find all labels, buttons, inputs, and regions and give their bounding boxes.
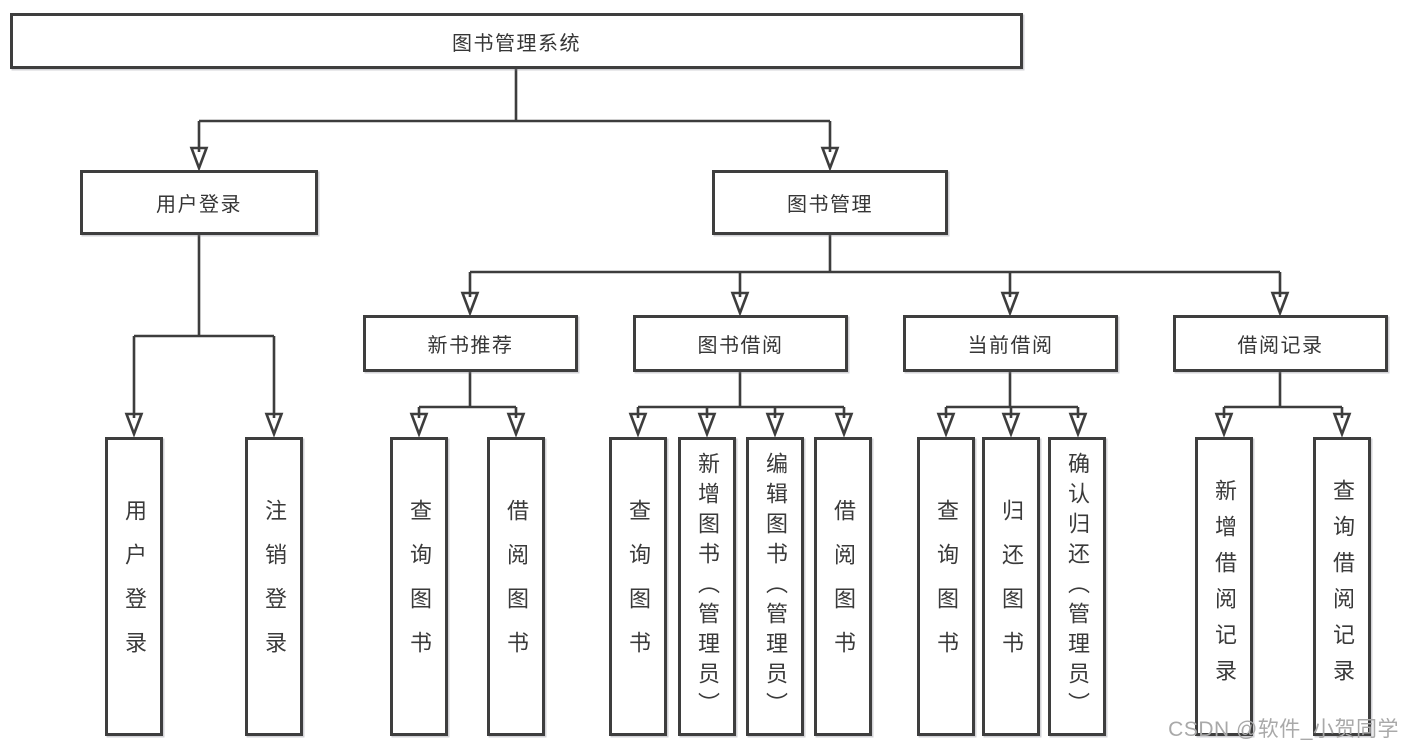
node-leaf-bb-add-books: 新增图书（管理员） [678,437,736,736]
node-label: 归还图书 [999,498,1024,675]
node-leaf-bb-edit-books: 编辑图书（管理员） [746,437,804,736]
node-leaf-nb-query-books: 查询图书 [390,437,448,736]
node-leaf-bb-query-books: 查询图书 [609,437,667,736]
node-leaf-logout: 注销登录 [245,437,303,736]
node-label: 新增借阅记录 [1212,478,1237,695]
node-label: 查询借阅记录 [1330,478,1355,695]
node-leaf-nb-borrow-books: 借阅图书 [487,437,545,736]
node-root: 图书管理系统 [10,13,1023,69]
node-label: 借阅记录 [1237,335,1324,357]
node-book-borrow: 图书借阅 [633,315,848,372]
node-label: 当前借阅 [967,335,1054,357]
node-leaf-bb-borrow-books: 借阅图书 [814,437,872,736]
node-label: 注销登录 [262,498,287,675]
node-leaf-cb-return-books: 归还图书 [982,437,1040,736]
node-leaf-user-login: 用户登录 [105,437,163,736]
node-label: 用户登录 [122,498,147,675]
node-book-management: 图书管理 [712,170,948,235]
node-label: 查询图书 [407,498,432,675]
node-label: 查询图书 [626,498,651,675]
node-label: 图书管理 [787,194,873,216]
node-leaf-cb-confirm-return: 确认归还（管理员） [1048,437,1106,736]
node-current-borrow: 当前借阅 [903,315,1118,372]
node-leaf-br-add-record: 新增借阅记录 [1195,437,1253,736]
node-label: 用户登录 [156,194,242,216]
node-label: 查询图书 [934,498,959,675]
node-label: 确认归还（管理员） [1065,451,1090,722]
node-label: 借阅图书 [831,498,856,675]
node-label: 借阅图书 [504,498,529,675]
node-new-book-recommend: 新书推荐 [363,315,578,372]
node-leaf-br-query-record: 查询借阅记录 [1313,437,1371,736]
node-label: 编辑图书（管理员） [763,451,788,722]
node-leaf-cb-query-books: 查询图书 [917,437,975,736]
node-borrow-record: 借阅记录 [1173,315,1388,372]
node-label: 图书管理系统 [452,32,581,55]
node-label: 新增图书（管理员） [695,451,720,722]
node-label: 图书借阅 [697,335,784,357]
node-user-login: 用户登录 [80,170,318,235]
node-label: 新书推荐 [427,335,514,357]
csdn-watermark: CSDN @软件_小贺同学 [1168,718,1399,741]
